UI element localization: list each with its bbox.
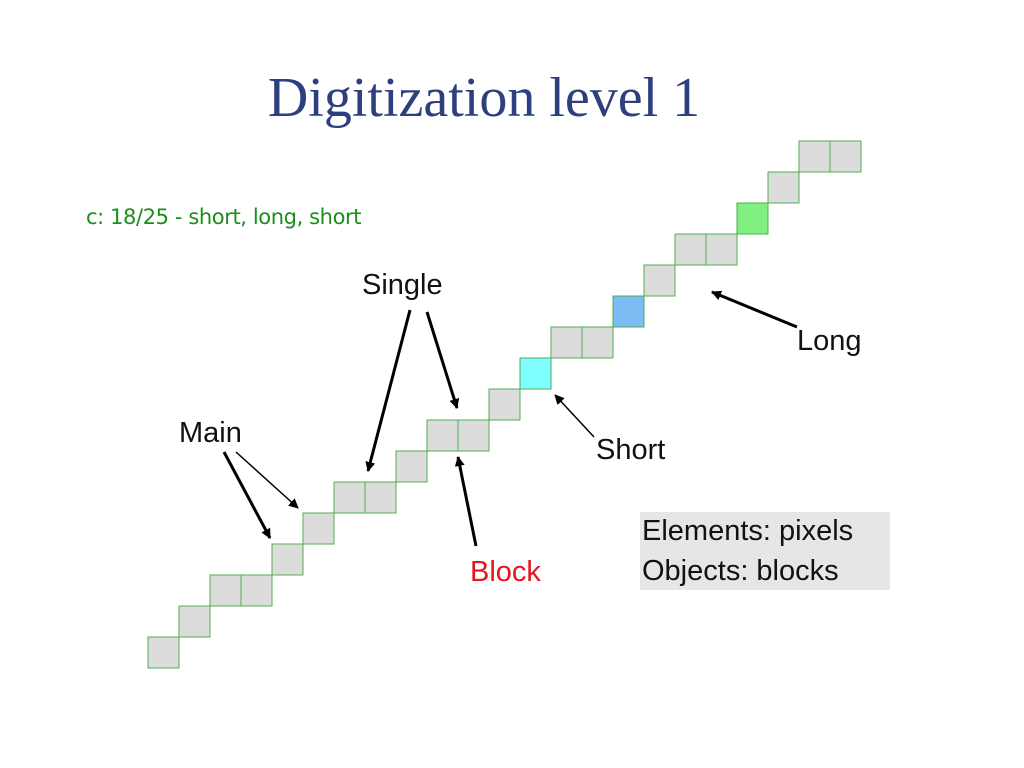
pixel-cell: [178, 605, 211, 638]
pixel-cell: [705, 233, 738, 266]
pixel-cell: [364, 481, 397, 514]
block-label: Block: [470, 556, 541, 588]
block-arrow: [454, 456, 478, 547]
pixel-cell: [674, 233, 707, 266]
pixel-cell: [147, 636, 180, 669]
pixel-cell: [426, 419, 459, 452]
main-arrow-thin: [235, 451, 299, 509]
legend-objects: Objects: blocks: [642, 555, 839, 587]
main-arrow-thick: [222, 451, 272, 539]
single-label: Single: [362, 269, 443, 301]
pixel-cell: [767, 171, 800, 204]
main-label: Main: [179, 417, 242, 449]
legend-box: Elements: pixels Objects: blocks: [640, 512, 890, 590]
pixel-cell: [333, 481, 366, 514]
pixel-cell: [302, 512, 335, 545]
long-arrow: [711, 290, 798, 329]
pixel-cell: [271, 543, 304, 576]
pixel-cell: [581, 326, 614, 359]
single-arrow-left: [365, 309, 412, 472]
short-label: Short: [596, 434, 666, 466]
pixel-cell: [829, 140, 862, 173]
pixel-cell: [798, 140, 831, 173]
block-pixel: [519, 357, 552, 390]
legend-elements: Elements: pixels: [642, 515, 854, 547]
single-arrow-right: [425, 311, 460, 409]
subtitle-caption: c: 18/25 - short, long, short: [86, 205, 362, 229]
short-pixel: [612, 295, 645, 328]
pixel-cell: [457, 419, 490, 452]
short-arrow: [554, 394, 595, 438]
slide-title: Digitization level 1: [267, 67, 701, 129]
pixel-cell: [643, 264, 676, 297]
long-pixel: [736, 202, 769, 235]
pixel-cell: [209, 574, 242, 607]
pixel-cell: [240, 574, 273, 607]
pixel-cell: [395, 450, 428, 483]
long-label: Long: [797, 325, 862, 357]
pixel-cell: [550, 326, 583, 359]
pixel-cell: [488, 388, 521, 421]
